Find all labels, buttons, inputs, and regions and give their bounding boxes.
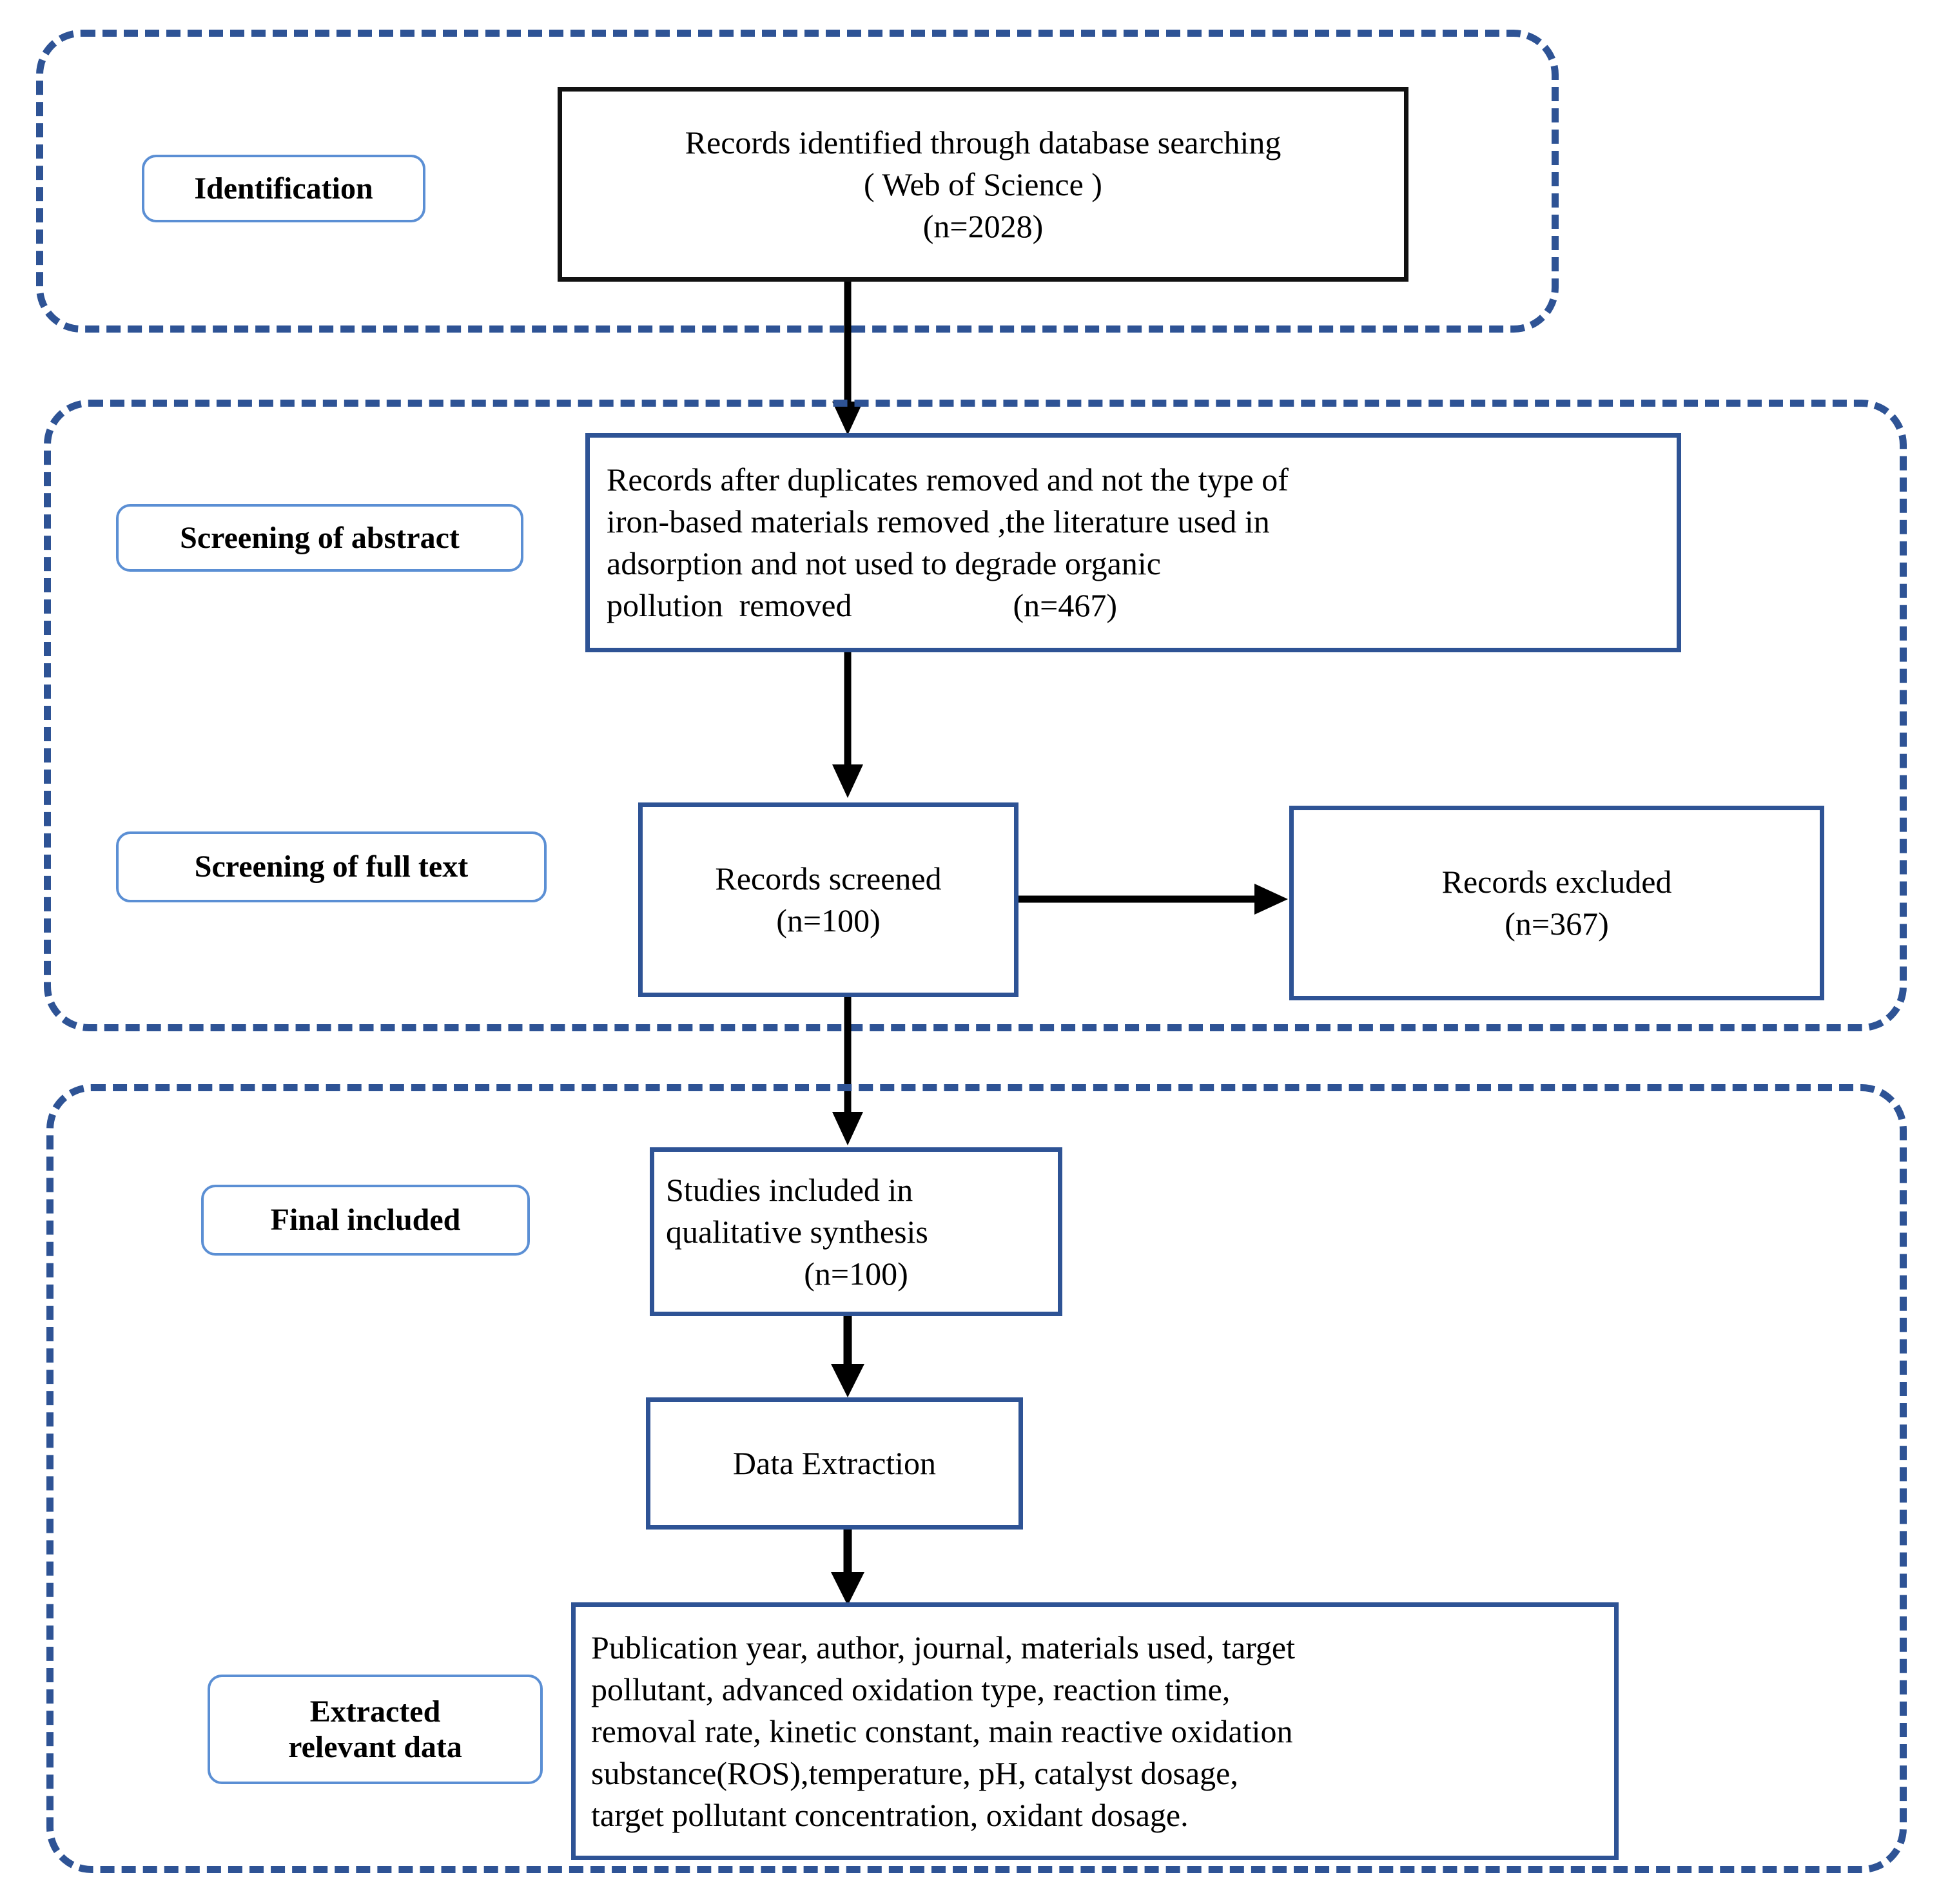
- stage-label-extracted-relevant-data: Extracted relevant data: [208, 1675, 543, 1784]
- box-count: (n=2028): [922, 208, 1044, 244]
- box-line: target pollutant concentration, oxidant …: [591, 1796, 1189, 1833]
- box-line: Studies included in: [666, 1171, 913, 1208]
- box-extracted-fields: Publication year, author, journal, mater…: [571, 1602, 1619, 1860]
- box-count: pollution removed (n=467): [607, 587, 1117, 623]
- stage-label-screening-fulltext: Screening of full text: [116, 831, 547, 902]
- stage-label-text: Identification: [194, 171, 373, 206]
- box-line: Records screened: [715, 860, 942, 897]
- box-line: iron-based materials removed ,the litera…: [607, 503, 1270, 539]
- arrow-identified-to-dedup: [828, 282, 867, 436]
- box-studies-included: Studies included in qualitative synthesi…: [650, 1147, 1062, 1316]
- box-count: (n=100): [804, 1255, 908, 1292]
- box-line: removal rate, kinetic constant, main rea…: [591, 1713, 1293, 1749]
- stage-label-screening-abstract: Screening of abstract: [116, 504, 523, 572]
- box-line: qualitative synthesis: [666, 1213, 928, 1250]
- box-line: ( Web of Science ): [864, 166, 1102, 202]
- arrow-included-to-extraction: [828, 1316, 867, 1399]
- stage-label-text: Final included: [270, 1203, 461, 1238]
- box-line: substance(ROS),temperature, pH, catalyst…: [591, 1754, 1238, 1791]
- stage-container-screening: [44, 400, 1907, 1031]
- box-count: (n=100): [776, 902, 881, 938]
- box-records-screened: Records screened (n=100): [638, 802, 1018, 997]
- box-line: adsorption and not used to degrade organ…: [607, 545, 1161, 581]
- stage-label-identification: Identification: [142, 155, 425, 222]
- arrow-dedup-to-screened: [828, 652, 867, 799]
- box-line: Records excluded: [1441, 864, 1672, 900]
- box-records-after-duplicates: Records after duplicates removed and not…: [585, 433, 1681, 652]
- stage-label-text: Extracted relevant data: [288, 1694, 462, 1764]
- box-line: Records identified through database sear…: [685, 124, 1281, 160]
- stage-container-included: [46, 1084, 1907, 1873]
- stage-label-text: Screening of full text: [194, 850, 469, 884]
- arrow-screened-to-excluded: [1018, 880, 1289, 918]
- box-records-identified: Records identified through database sear…: [558, 87, 1408, 282]
- box-records-excluded: Records excluded (n=367): [1289, 806, 1824, 1000]
- stage-container-identification: [36, 30, 1559, 333]
- box-data-extraction: Data Extraction: [646, 1397, 1023, 1530]
- box-line: Data Extraction: [732, 1445, 937, 1481]
- box-line: Records after duplicates removed and not…: [607, 461, 1289, 498]
- box-line: Publication year, author, journal, mater…: [591, 1629, 1295, 1666]
- stage-label-final-included: Final included: [201, 1185, 530, 1256]
- arrow-extraction-to-fields: [828, 1530, 867, 1607]
- stage-label-text: Screening of abstract: [180, 520, 460, 555]
- box-count: (n=367): [1505, 906, 1609, 942]
- box-line: pollutant, advanced oxidation type, reac…: [591, 1671, 1231, 1707]
- arrow-screened-to-included: [828, 997, 867, 1147]
